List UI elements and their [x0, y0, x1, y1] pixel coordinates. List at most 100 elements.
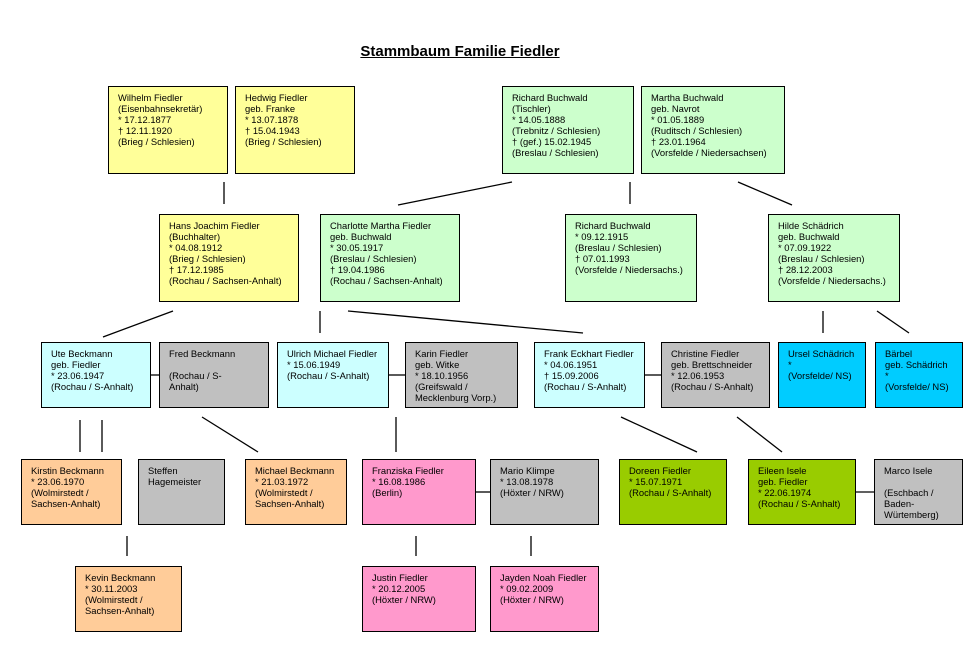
- person-text-line: Mecklenburg Vorp.): [415, 392, 497, 403]
- person-text-line: (Rochau / S-Anhalt): [51, 381, 134, 392]
- connector-line: [201, 416, 259, 453]
- person-box-frank: Frank Eckhart Fiedler* 04.06.1951† 15.09…: [534, 342, 645, 408]
- person-text-line: † 28.12.2003: [778, 264, 833, 275]
- person-text-line: * 18.10.1956: [415, 370, 469, 381]
- person-text-line: * 13.07.1878: [245, 114, 299, 125]
- page-title: Stammbaum Familie Fiedler: [360, 43, 560, 60]
- person-text-line: Sachsen-Anhalt): [255, 498, 325, 509]
- person-text-line: (Höxter / NRW): [500, 594, 564, 605]
- person-text-line: geb. Buchwald: [778, 231, 840, 242]
- person-text-line: † 07.01.1993: [575, 253, 630, 264]
- person-text-line: (Wolmirstedt /: [85, 594, 143, 605]
- connector-line: [102, 310, 174, 338]
- person-text-line: (Buchhalter): [169, 231, 221, 242]
- person-text-line: Baden-: [884, 498, 915, 509]
- person-text-line: Bärbel: [885, 348, 913, 359]
- person-box-franziska: Franziska Fiedler* 16.08.1986(Berlin): [362, 459, 476, 525]
- person-text-line: * 15.07.1971: [629, 476, 683, 487]
- person-text-line: (Rochau / Sachsen-Anhalt): [169, 275, 282, 286]
- person-text-line: (Wolmirstedt /: [255, 487, 313, 498]
- person-text-line: Michael Beckmann: [255, 465, 335, 476]
- person-text-line: geb. Schädrich: [885, 359, 948, 370]
- person-text-line: (Breslau / Schlesien): [512, 147, 599, 158]
- person-text-line: geb. Navrot: [651, 103, 700, 114]
- person-text-line: † 12.11.1920: [118, 125, 173, 136]
- person-text-line: (Brieg / Schlesien): [245, 136, 322, 147]
- person-text-line: † 15.04.1943: [245, 125, 300, 136]
- person-text-line: * 04.08.1912: [169, 242, 223, 253]
- person-box-richard-jun: Richard Buchwald* 09.12.1915(Breslau / S…: [565, 214, 697, 302]
- person-text-line: (Eschbach /: [884, 487, 934, 498]
- person-text-line: (Greifswald /: [415, 381, 468, 392]
- person-text-line: * 23.06.1947: [51, 370, 105, 381]
- person-text-line: Frank Eckhart Fiedler: [544, 348, 634, 359]
- person-box-doreen: Doreen Fiedler* 15.07.1971(Rochau / S-An…: [619, 459, 727, 525]
- person-box-justin: Justin Fiedler* 20.12.2005(Höxter / NRW): [362, 566, 476, 632]
- person-box-ursel: Ursel Schädrich*(Vorsfelde/ NS): [778, 342, 866, 408]
- connector-line: [347, 310, 584, 334]
- person-text-line: geb. Witke: [415, 359, 460, 370]
- person-box-mario: Mario Klimpe* 13.08.1978(Höxter / NRW): [490, 459, 599, 525]
- person-text-line: *: [788, 359, 792, 370]
- person-text-line: (Rochau / S-Anhalt): [287, 370, 370, 381]
- person-text-line: Jayden Noah Fiedler: [500, 572, 587, 583]
- person-box-fred: Fred Beckmann(Rochau / S-Anhalt): [159, 342, 269, 408]
- person-text-line: Charlotte Martha Fiedler: [330, 220, 432, 231]
- person-text-line: Martha Buchwald: [651, 92, 724, 103]
- connector-line: [737, 181, 793, 206]
- person-text-line: * 21.03.1972: [255, 476, 309, 487]
- connector-line: [876, 310, 910, 334]
- person-text-line: * 20.12.2005: [372, 583, 426, 594]
- person-text-line: (Tischler): [512, 103, 551, 114]
- connector-line: [397, 181, 513, 206]
- person-text-line: Hilde Schädrich: [778, 220, 844, 231]
- person-text-line: * 13.08.1978: [500, 476, 554, 487]
- person-text-line: Fred Beckmann: [169, 348, 236, 359]
- person-text-line: Steffen: [148, 465, 178, 476]
- person-text-line: *: [885, 370, 889, 381]
- person-text-line: * 09.02.2009: [500, 583, 554, 594]
- person-text-line: Kevin Beckmann: [85, 572, 156, 583]
- person-text-line: Eileen Isele: [758, 465, 807, 476]
- person-text-line: (Trebnitz / Schlesien): [512, 125, 601, 136]
- person-box-ulrich: Ulrich Michael Fiedler* 15.06.1949(Rocha…: [277, 342, 389, 408]
- person-text-line: geb. Buchwald: [330, 231, 392, 242]
- connector-line: [736, 416, 783, 453]
- person-box-wilhelm: Wilhelm Fiedler(Eisenbahnsekretär)* 17.1…: [108, 86, 228, 174]
- person-box-richard-sen: Richard Buchwald(Tischler)* 14.05.1888(T…: [502, 86, 634, 174]
- person-text-line: Hagemeister: [148, 476, 202, 487]
- person-text-line: (Höxter / NRW): [500, 487, 564, 498]
- person-text-line: Ute Beckmann: [51, 348, 113, 359]
- person-text-line: (Höxter / NRW): [372, 594, 436, 605]
- person-text-line: † 17.12.1985: [169, 264, 224, 275]
- person-text-line: (Berlin): [372, 487, 403, 498]
- person-text-line: Sachsen-Anhalt): [31, 498, 101, 509]
- person-text-line: (Eisenbahnsekretär): [118, 103, 203, 114]
- person-text-line: (Breslau / Schlesien): [330, 253, 417, 264]
- person-text-line: * 16.08.1986: [372, 476, 426, 487]
- person-text-line: (Rochau / Sachsen-Anhalt): [330, 275, 443, 286]
- person-text-line: Mario Klimpe: [500, 465, 555, 476]
- person-text-line: (Brieg / Schlesien): [118, 136, 195, 147]
- person-box-michael: Michael Beckmann* 21.03.1972(Wolmirstedt…: [245, 459, 347, 525]
- person-text-line: Kirstin Beckmann: [31, 465, 104, 476]
- person-text-line: * 22.06.1974: [758, 487, 812, 498]
- person-text-line: geb. Fiedler: [758, 476, 808, 487]
- person-box-kirstin: Kirstin Beckmann* 23.06.1970(Wolmirstedt…: [21, 459, 122, 525]
- person-text-line: (Vorsfelde / Niedersachs.): [778, 275, 886, 286]
- person-box-hans-joachim: Hans Joachim Fiedler(Buchhalter)* 04.08.…: [159, 214, 299, 302]
- person-text-line: Richard Buchwald: [512, 92, 588, 103]
- person-text-line: (Vorsfelde / Niedersachsen): [651, 147, 767, 158]
- person-text-line: (Breslau / Schlesien): [575, 242, 662, 253]
- person-text-line: Wilhelm Fiedler: [118, 92, 183, 103]
- person-text-line: geb. Fiedler: [51, 359, 101, 370]
- person-text-line: † (gef.) 15.02.1945: [512, 136, 592, 147]
- person-text-line: † 15.09.2006: [544, 370, 599, 381]
